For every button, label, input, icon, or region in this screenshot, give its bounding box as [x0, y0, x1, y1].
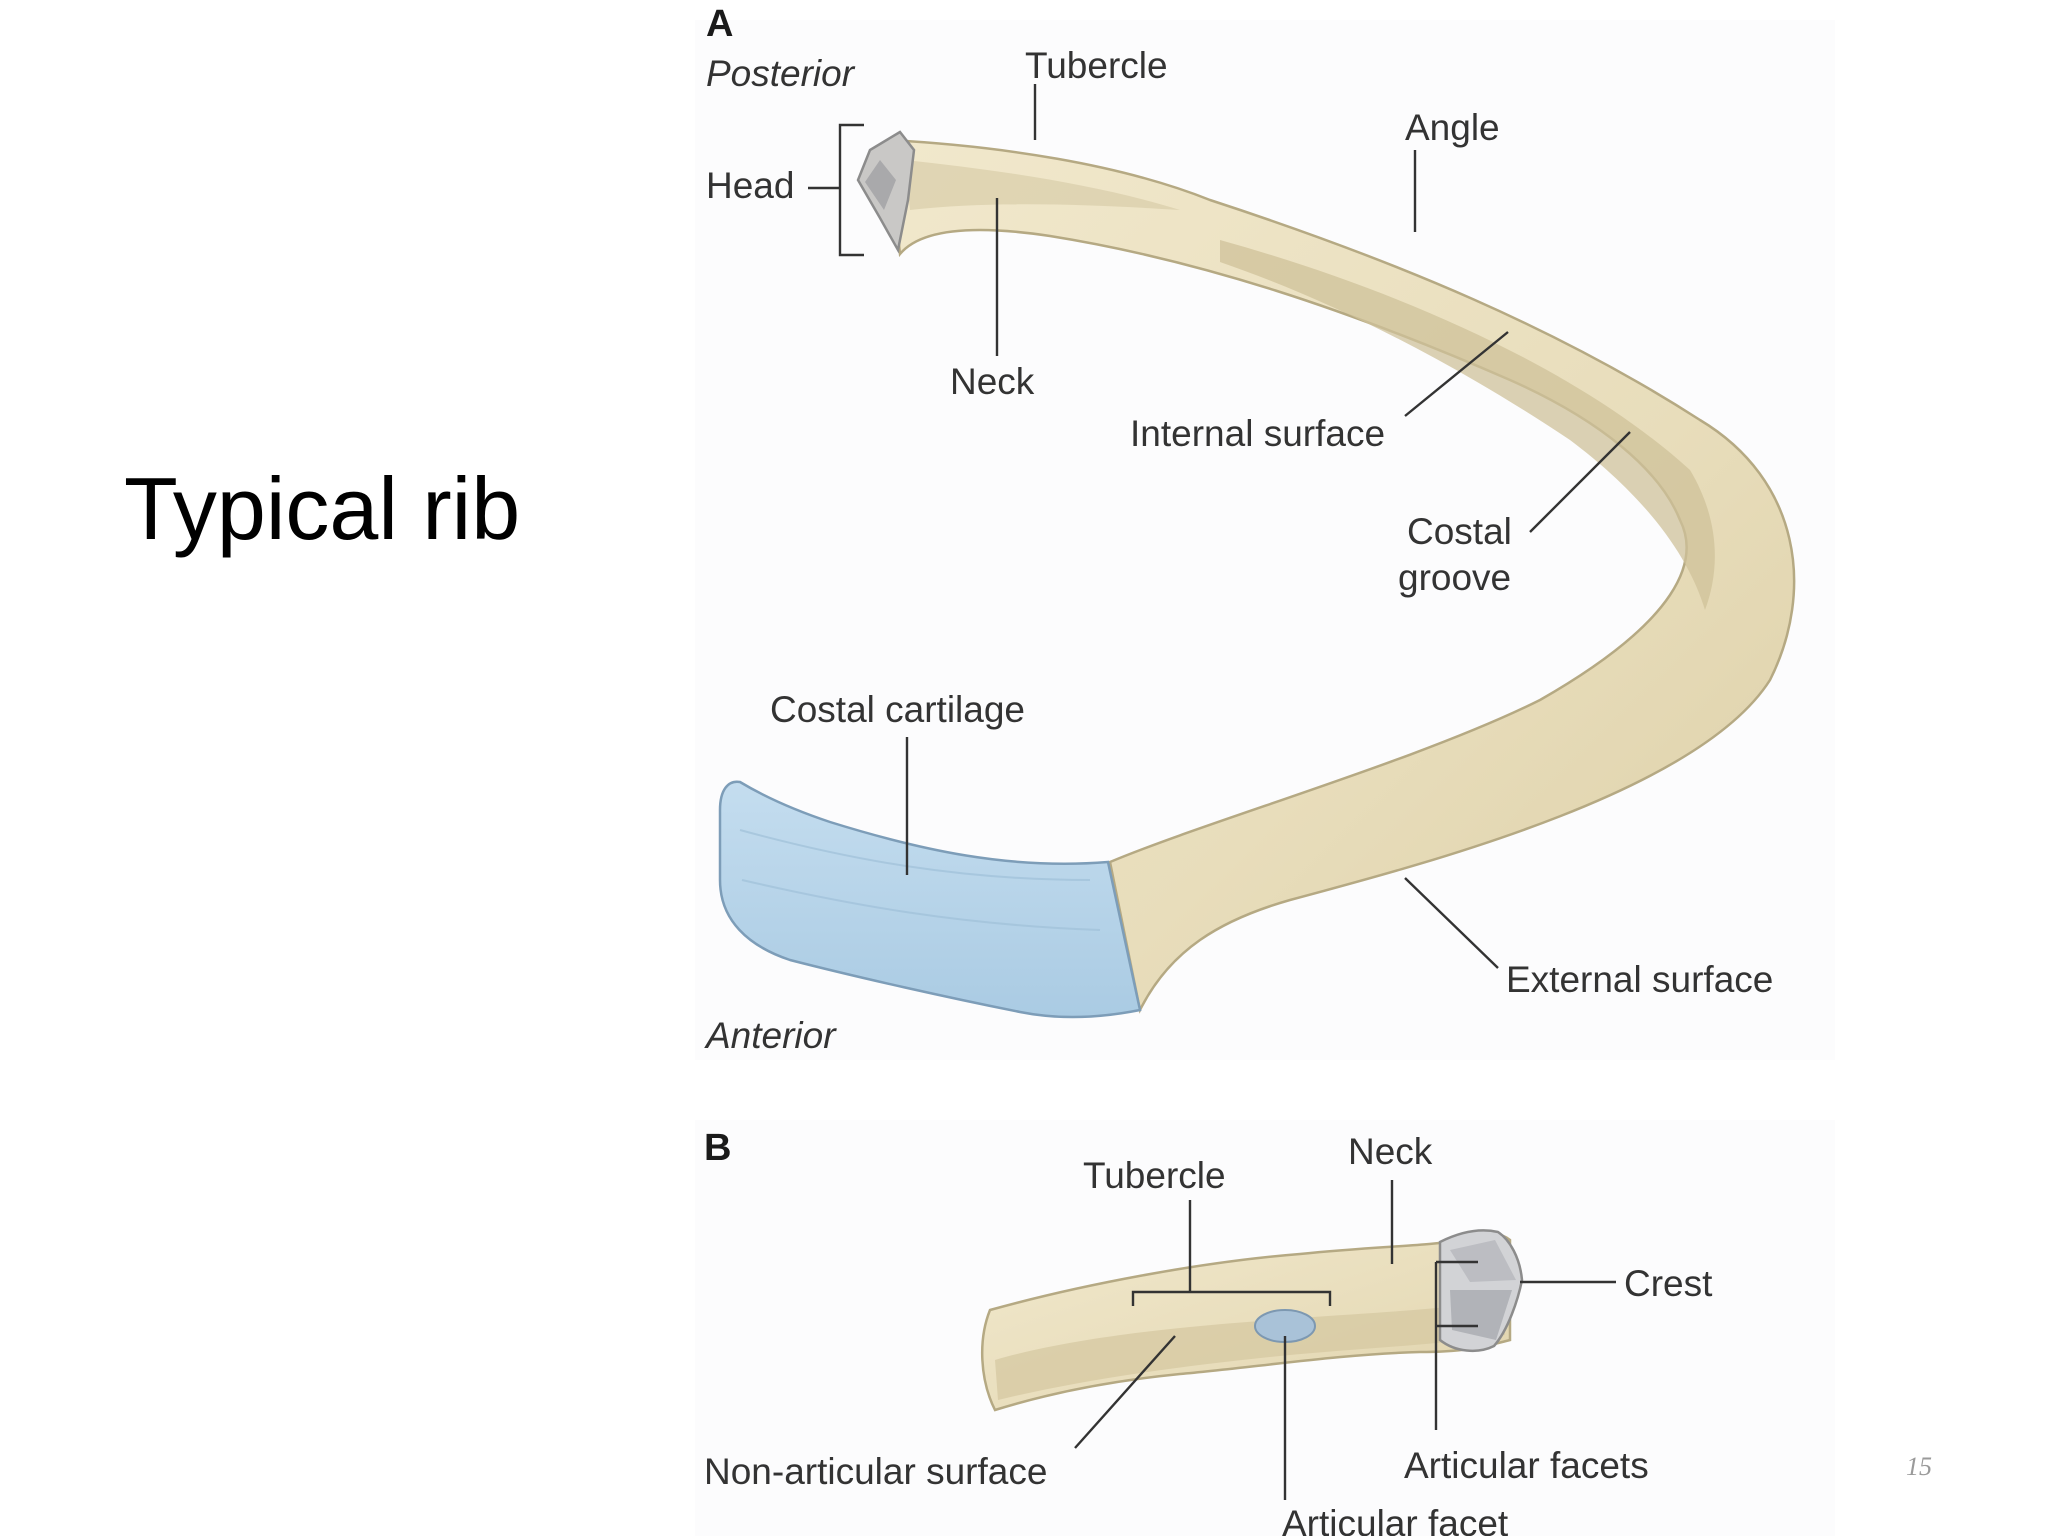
- leader-costal-groove: [1529, 431, 1631, 533]
- label-neck: Neck: [950, 361, 1035, 402]
- leader-internal-surface: [1404, 331, 1509, 417]
- panel-b-letter: B: [704, 1127, 731, 1169]
- label-anterior: Anterior: [704, 1015, 837, 1056]
- costal-cartilage: [718, 780, 1142, 1019]
- label-b-articular-facet: Articular facet: [1282, 1503, 1509, 1536]
- rib-closeup-facet-upper: [1450, 1240, 1516, 1282]
- costal-groove-shade: [1220, 240, 1715, 610]
- page-number: 15: [1906, 1452, 1932, 1481]
- rib-closeup-facet-lower: [1450, 1290, 1512, 1340]
- label-b-tubercle: Tubercle: [1083, 1155, 1226, 1196]
- leader-external-surface: [1404, 877, 1499, 969]
- label-posterior: Posterior: [706, 53, 856, 94]
- leader-b-non-articular: [1074, 1335, 1176, 1449]
- label-costal-cartilage: Costal cartilage: [770, 689, 1025, 730]
- rib-head-facet: [865, 160, 896, 210]
- neck-shade: [905, 160, 1180, 210]
- slide-title: Typical rib: [124, 459, 521, 558]
- label-head: Head: [706, 165, 794, 206]
- label-internal-surface: Internal surface: [1130, 413, 1385, 454]
- label-b-neck: Neck: [1348, 1131, 1433, 1172]
- label-b-non-articular-surface: Non-articular surface: [704, 1451, 1047, 1492]
- rib-closeup-shade: [995, 1300, 1505, 1400]
- label-b-crest: Crest: [1624, 1263, 1713, 1304]
- label-angle: Angle: [1405, 107, 1500, 148]
- label-external-surface: External surface: [1506, 959, 1773, 1000]
- label-tubercle: Tubercle: [1025, 45, 1168, 86]
- leader-b-tubercle-bracket: [1131, 1290, 1332, 1306]
- label-costal-groove-line1: Costal: [1407, 511, 1512, 552]
- leader-head-bracket: [838, 123, 864, 257]
- label-b-articular-facets: Articular facets: [1404, 1445, 1649, 1486]
- label-costal-groove-line2: groove: [1398, 557, 1511, 598]
- panel-a-letter: A: [706, 3, 733, 45]
